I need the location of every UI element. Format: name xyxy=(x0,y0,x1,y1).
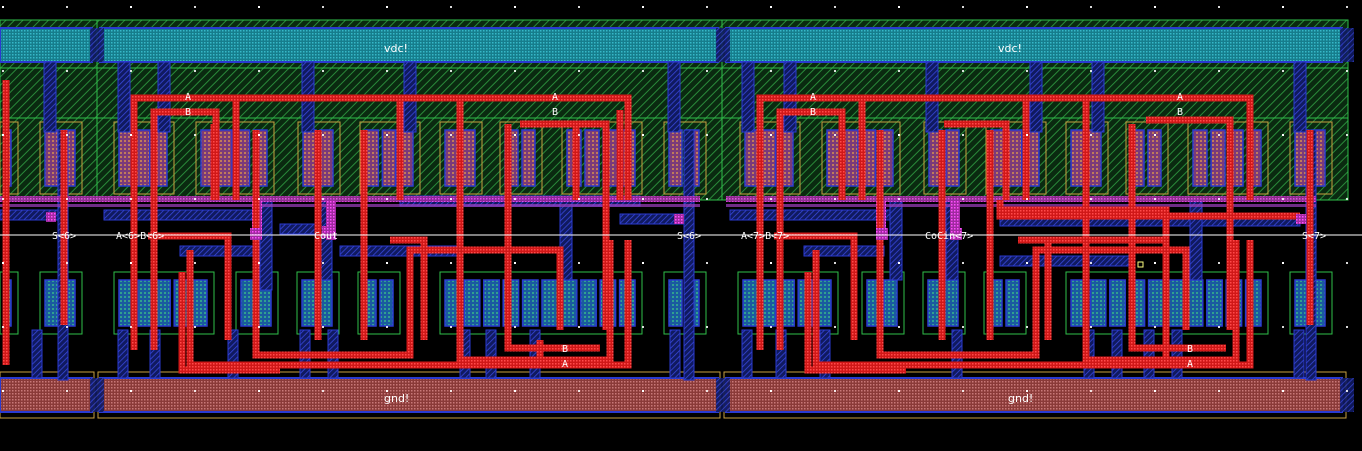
vdd-label-right: vdc! xyxy=(998,42,1022,55)
terminal-label[interactable]: A xyxy=(810,92,816,103)
terminal-label[interactable]: A xyxy=(552,92,558,103)
terminal-label[interactable]: B xyxy=(185,107,191,118)
pin-label[interactable]: A<7>B<7> xyxy=(741,231,789,242)
pin-label[interactable]: S<6> xyxy=(52,231,76,242)
terminal-label[interactable]: A xyxy=(562,359,568,370)
terminal-label[interactable]: B xyxy=(1187,344,1193,355)
terminal-label[interactable]: B xyxy=(552,107,558,118)
pmos-transistor[interactable] xyxy=(113,121,175,195)
gnd-rail-group: gnd! gnd! xyxy=(0,371,1354,419)
vdd-rail-right[interactable] xyxy=(725,27,1343,63)
gnd-rail-right[interactable] xyxy=(725,377,1343,413)
gnd-label-right: gnd! xyxy=(1008,392,1033,405)
gnd-label-left: gnd! xyxy=(384,392,409,405)
nmos-transistor[interactable] xyxy=(113,271,215,335)
pin-label[interactable]: S<7> xyxy=(1302,231,1326,242)
pin-labels: S<6> A<6>B<6> Cout S<6> A<7>B<7> CoCin<7> S<7> xyxy=(52,231,1326,242)
vdd-label-left: vdc! xyxy=(384,42,408,55)
terminal-label[interactable]: A xyxy=(185,92,191,103)
pmos-transistor[interactable] xyxy=(985,121,1047,195)
vdd-rail-left[interactable] xyxy=(99,27,719,63)
grid-dots-fine xyxy=(2,6,1348,392)
vdd-rail-group: vdc! vdc! xyxy=(0,27,1354,63)
pin-label[interactable]: A<6>B<6> xyxy=(116,231,164,242)
pmos-transistor[interactable] xyxy=(739,121,801,195)
pin-label[interactable]: S<6> xyxy=(677,231,701,242)
terminal-label[interactable]: B xyxy=(562,344,568,355)
pmos-transistor[interactable] xyxy=(359,121,421,195)
terminal-label[interactable]: A xyxy=(1187,359,1193,370)
pin-label[interactable]: Cout xyxy=(314,231,338,242)
terminal-label[interactable]: B xyxy=(810,107,816,118)
gnd-rail-stub xyxy=(0,377,93,413)
nmos-transistor[interactable] xyxy=(737,271,839,335)
pin-label[interactable]: CoCin<7> xyxy=(925,231,973,242)
terminal-label[interactable]: A xyxy=(1177,92,1183,103)
vdd-rail-stub xyxy=(0,27,93,63)
terminal-label[interactable]: B xyxy=(1177,107,1183,118)
